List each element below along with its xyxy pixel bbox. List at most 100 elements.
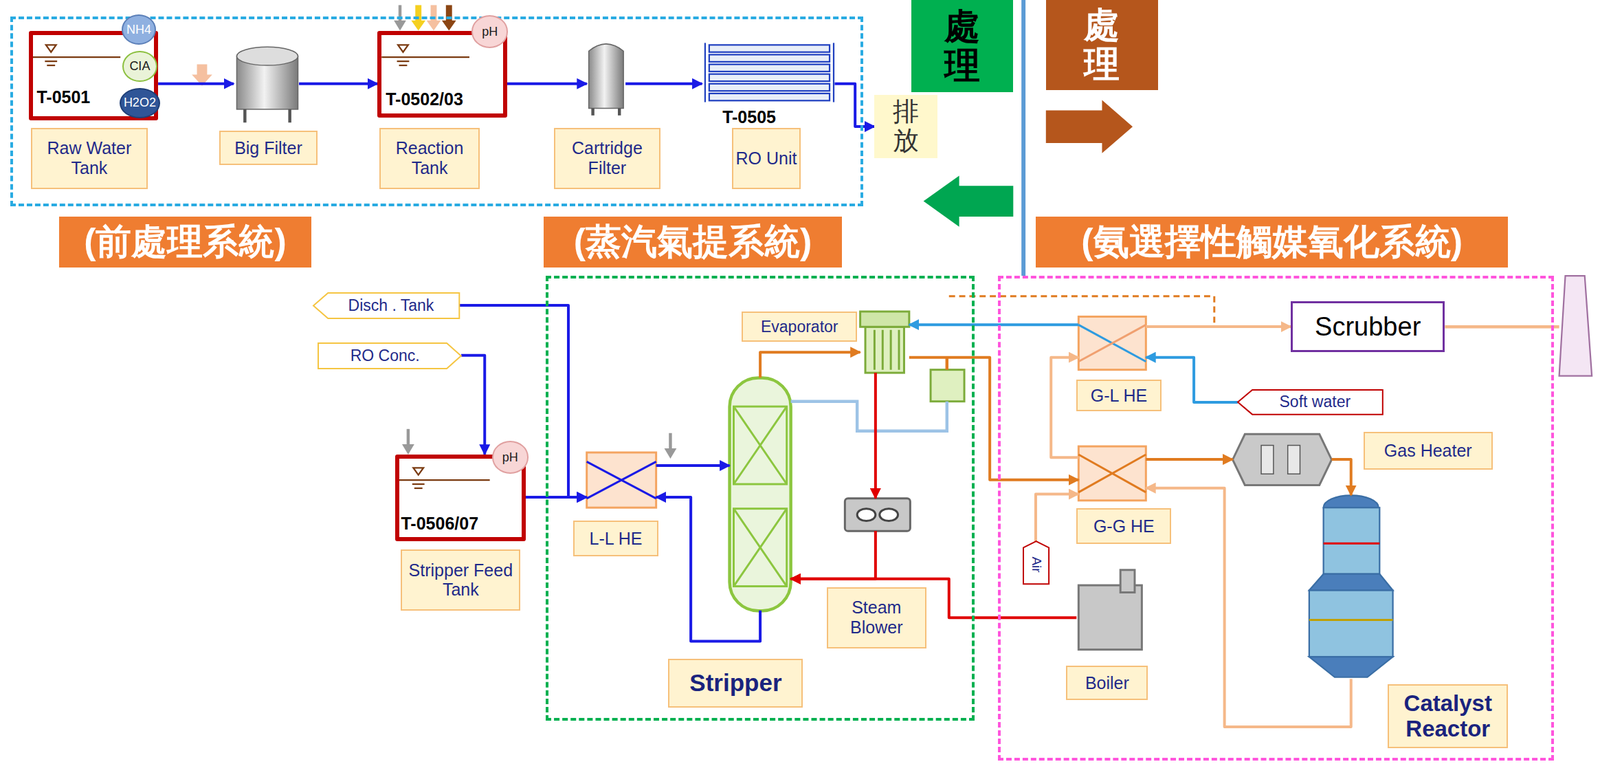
drawing-part [413, 467, 424, 475]
caption-box: G-G HE [1076, 507, 1172, 544]
drawing-part [591, 107, 594, 115]
text-block: 排放 [874, 94, 938, 159]
drawing-part [398, 4, 402, 22]
drawing-part [1323, 542, 1381, 545]
label-text: CIA [129, 59, 150, 74]
text-block: CIA [122, 50, 157, 82]
drawing-part [586, 461, 657, 498]
boiler: Boiler [1076, 569, 1143, 649]
drawing-part [923, 175, 1014, 227]
label-text: Boiler [1069, 672, 1145, 693]
drawing-part [399, 479, 491, 481]
level-symbol [32, 44, 491, 488]
label-text: Reaction Tank [382, 138, 477, 179]
ro-unit: T-0505RO Unit [701, 40, 835, 104]
label-text: Cartridge Filter [557, 138, 657, 179]
drawing-part [704, 42, 706, 102]
sensor-circle: NH4 [121, 14, 157, 46]
drawing-part [1287, 445, 1301, 475]
drawing-part [1078, 324, 1146, 361]
flow-connector [525, 495, 587, 499]
label-text: (蒸汽氣提系統) [573, 217, 813, 266]
caption-box: G-L HE [1076, 379, 1161, 411]
drawing-part [733, 406, 787, 484]
drawing-part [729, 378, 792, 611]
source-tag: Air [1023, 540, 1049, 584]
drawing-part [930, 369, 965, 402]
label-text: 處理 [944, 6, 981, 86]
gas-heater [1232, 433, 1332, 485]
drawing-part [1309, 573, 1394, 591]
caption-box: Big Filter [219, 130, 318, 165]
caption-box: Gas Heater [1363, 431, 1494, 470]
label-text: T-0501 [36, 87, 119, 108]
label-text: L-L HE [576, 528, 655, 549]
label-text: Big Filter [222, 138, 315, 159]
treatment-box: 處理 [1046, 0, 1159, 91]
label-text: T-0502/03 [385, 89, 504, 110]
drawing-part [414, 487, 423, 489]
scrubber-box: Scrubber [1290, 301, 1445, 352]
drawing-part [441, 20, 457, 31]
label-text: Scrubber [1314, 312, 1421, 342]
flow-connector [461, 355, 485, 455]
drawing-part [668, 432, 672, 451]
cartridge-filter [589, 43, 624, 116]
evaporator: Evaporator [860, 311, 910, 373]
drawing-part [874, 329, 899, 370]
drawing-part [1078, 584, 1142, 650]
drawing-part [412, 483, 425, 485]
source-tag: Soft water [1237, 389, 1383, 415]
flow-connector [1331, 459, 1351, 495]
drawing-part [406, 428, 410, 447]
treatment-box: 處理 [911, 0, 1014, 93]
tag-shape [318, 342, 462, 369]
caption-box: L-L HE [573, 520, 658, 557]
label-text: pH [502, 450, 519, 465]
caption-box: Catalyst Reactor [1387, 683, 1508, 749]
flow-connector [834, 83, 875, 127]
stack [1444, 275, 1592, 376]
drawing-part [32, 56, 121, 58]
drawing-part [733, 406, 787, 484]
label-text: G-G HE [1079, 516, 1168, 537]
sensor-circle: H2O2 [119, 87, 161, 119]
caption-box: Raw Water Tank [30, 127, 149, 190]
flow-connector [1050, 357, 1079, 458]
label-text: Catalyst Reactor [1391, 690, 1505, 743]
drawing-part [46, 44, 57, 52]
label-text: NH4 [126, 22, 152, 38]
label-text: 處理 [1083, 5, 1120, 84]
caption-box: RO Unit [731, 127, 802, 190]
label-text: Steam Blower [830, 597, 924, 638]
source-tag: RO Conc. [318, 342, 462, 369]
source-tag: Disch . Tank [313, 292, 460, 319]
drawing-part [446, 4, 453, 22]
caption-box: Stripper [668, 658, 803, 708]
label-text: G-L HE [1079, 385, 1158, 406]
label-text: H2O2 [123, 95, 157, 110]
flow-connector [1145, 487, 1351, 727]
flow-connector [760, 351, 860, 378]
caption-box: Steam Blower [826, 586, 928, 649]
flow-connector [459, 305, 587, 497]
drawing-part [879, 508, 899, 521]
flow-connector [625, 82, 702, 86]
drawing-part [1559, 275, 1593, 376]
drawing-part [410, 20, 426, 31]
drawing-part [402, 443, 415, 455]
flow-connector [909, 323, 1079, 326]
text-block: Disch . Tank [313, 292, 460, 319]
drawing-part [415, 4, 422, 22]
drawing-part [832, 42, 835, 102]
label-text: T-0506/07 [400, 513, 521, 534]
drawing-part [860, 311, 910, 327]
label-text: T-0505 [722, 107, 815, 128]
caption-box: Stripper Feed Tank [400, 549, 521, 611]
drawing-part [430, 4, 438, 22]
boiler [1078, 569, 1142, 650]
label-text: (前處理系統) [83, 217, 287, 266]
drawing-part [236, 46, 298, 66]
